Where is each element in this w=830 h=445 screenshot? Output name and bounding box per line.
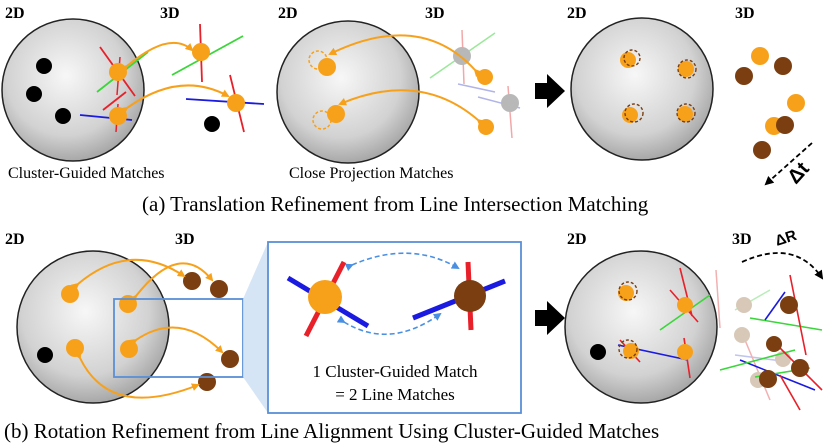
point-brown-3d — [198, 373, 216, 391]
point-orange-3d — [478, 119, 494, 135]
point-brown-3d — [774, 57, 792, 75]
point-orange — [318, 58, 336, 76]
point-orange — [109, 107, 127, 125]
point-black — [55, 108, 71, 124]
label-3d-b2: 3D — [732, 231, 752, 248]
line-cross-3d — [171, 23, 265, 133]
panel-a: 2D 3D 2D 3D 2D 3D — [1, 5, 814, 216]
line-match-arrow — [336, 312, 442, 336]
point-projected-dashed — [624, 103, 644, 123]
point-faded-3d — [734, 327, 750, 343]
point-projected-dashed — [677, 59, 697, 79]
delta-r-label: ΔR — [773, 227, 799, 250]
label-3d-a3: 3D — [735, 5, 755, 22]
rotation-arrow — [741, 252, 824, 280]
point-gray-3d — [501, 94, 519, 112]
point-orange — [61, 285, 79, 303]
point-brown-3d — [776, 116, 794, 134]
point-black — [37, 347, 53, 363]
point-projected-dashed — [618, 281, 638, 301]
point-orange — [120, 340, 138, 358]
point-brown-large — [454, 280, 486, 312]
point-black — [36, 58, 52, 74]
point-orange-3d — [477, 69, 493, 85]
point-orange-3d — [787, 94, 805, 112]
label-2d-a1: 2D — [5, 5, 25, 22]
label-2d-b2: 2D — [567, 231, 587, 248]
match-arrow — [119, 41, 194, 73]
point-projected-dashed — [618, 339, 638, 359]
sphere-b2 — [564, 250, 718, 404]
inset-caption-line1: 1 Cluster-Guided Match — [313, 362, 478, 381]
label-2d-a2: 2D — [278, 5, 298, 22]
point-orange — [622, 107, 638, 123]
caption-cluster-guided: Cluster-Guided Matches — [8, 165, 165, 182]
point-black-3d — [204, 116, 220, 132]
point-orange-large — [308, 280, 342, 314]
label-2d-a3: 2D — [567, 5, 587, 22]
point-orange-3d — [227, 94, 245, 112]
match-arrow — [119, 84, 230, 115]
point-orange — [677, 297, 693, 313]
point-orange-3d — [192, 43, 210, 61]
point-brown-3d — [791, 359, 809, 377]
point-orange — [327, 105, 345, 123]
panel-a-title: (a) Translation Refinement from Line Int… — [142, 192, 649, 216]
point-orange — [119, 295, 137, 313]
point-black — [590, 344, 606, 360]
label-3d-a1: 3D — [160, 5, 180, 22]
point-black — [26, 86, 42, 102]
point-orange — [678, 61, 694, 77]
point-orange — [109, 63, 127, 81]
panel-b: 2D 3D 2D 3D 1 Cluster-Guided Match = 2 L… — [4, 227, 824, 443]
point-orange — [677, 344, 693, 360]
big-arrow-icon — [535, 74, 565, 108]
match-arrow — [338, 89, 486, 127]
translation-arrow — [764, 142, 813, 186]
point-brown-3d — [766, 336, 782, 352]
point-brown-3d — [780, 296, 798, 314]
match-arrow — [128, 326, 224, 354]
point-orange-3d — [751, 47, 769, 65]
point-projected-dashed — [676, 103, 696, 123]
sphere-a3 — [570, 17, 714, 161]
label-2d-b1: 2D — [5, 231, 25, 248]
match-arrow — [328, 34, 483, 78]
panel-b-title: (b) Rotation Refinement from Line Alignm… — [4, 419, 659, 443]
point-brown-3d — [183, 272, 201, 290]
sphere-a1 — [1, 18, 145, 162]
sphere-a2 — [276, 20, 420, 164]
big-arrow-icon — [535, 301, 565, 335]
point-brown-3d — [221, 350, 239, 368]
point-orange — [66, 339, 84, 357]
point-brown-3d — [210, 280, 228, 298]
point-faded-3d — [736, 297, 752, 313]
zoom-projection — [243, 242, 268, 413]
label-3d-b1: 3D — [175, 231, 195, 248]
point-brown-3d — [759, 370, 777, 388]
inset-caption-line2: = 2 Line Matches — [335, 385, 455, 404]
caption-close-projection: Close Projection Matches — [289, 165, 453, 182]
point-brown-3d — [753, 141, 771, 159]
point-projected-dashed — [623, 49, 641, 67]
point-brown-3d — [735, 67, 753, 85]
delta-t-label: Δt — [783, 158, 814, 189]
match-arrow — [70, 258, 186, 291]
line-match-arrow — [344, 252, 460, 272]
label-3d-a2: 3D — [425, 5, 445, 22]
match-arrow — [73, 350, 200, 399]
match-arrow — [129, 262, 214, 304]
point-orange — [677, 106, 693, 122]
